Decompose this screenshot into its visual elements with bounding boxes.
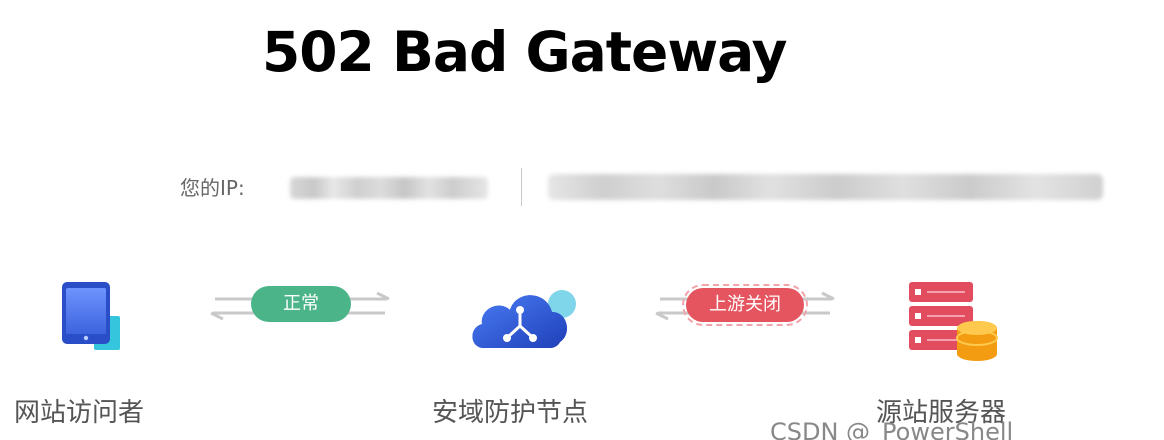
status-badge-upstream-closed: 上游关闭 bbox=[682, 284, 808, 326]
cloud-network-icon bbox=[472, 290, 576, 348]
ip-label: 您的IP: bbox=[180, 176, 245, 200]
proxy-node bbox=[466, 282, 586, 354]
origin-node bbox=[905, 280, 1005, 364]
page-title: 502 Bad Gateway bbox=[262, 20, 787, 84]
visitor-label: 网站访问者 bbox=[14, 398, 145, 428]
tablet-icon bbox=[62, 282, 120, 350]
server-database-icon bbox=[909, 282, 998, 361]
watermark: CSDN @_PowerShell bbox=[770, 418, 1014, 440]
request-info-redacted bbox=[548, 174, 1103, 200]
origin-label: 源站服务器 bbox=[876, 398, 1007, 428]
status-badge-normal: 正常 bbox=[251, 286, 351, 322]
ip-address-redacted bbox=[290, 177, 488, 199]
visitor-node bbox=[50, 278, 130, 358]
proxy-label: 安域防护节点 bbox=[432, 398, 589, 428]
ip-row-divider bbox=[521, 168, 522, 206]
